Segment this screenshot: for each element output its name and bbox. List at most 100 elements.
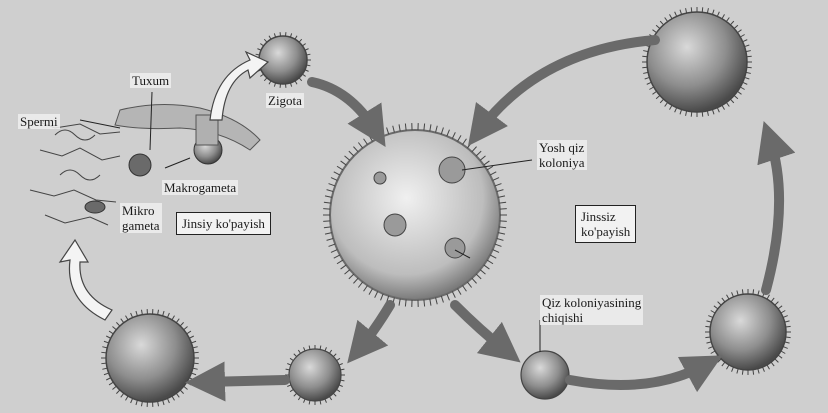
flagellum [665, 102, 668, 106]
egg-cell [129, 154, 151, 176]
flagellum [737, 369, 738, 374]
flagellum [490, 172, 496, 175]
flagellum [269, 81, 271, 84]
label-yosh-qiz-koloniya: Yosh qiz koloniya [537, 140, 587, 170]
flagellum [711, 311, 715, 314]
flagellum [452, 132, 455, 138]
flagellum [476, 274, 481, 279]
flagellum [329, 244, 336, 246]
flagellum [707, 8, 708, 13]
flagellum [126, 316, 129, 320]
flagellum [722, 105, 725, 109]
arrow-up-left [60, 240, 112, 320]
flagellum [781, 311, 785, 314]
label-zigota: Zigota [266, 93, 304, 108]
flagellum [785, 321, 790, 322]
flagellum [680, 10, 682, 15]
flagellum [771, 298, 774, 302]
flagellum [158, 401, 159, 406]
flagellum [480, 270, 485, 274]
flagellum [742, 370, 743, 375]
flagellum [184, 386, 188, 389]
flagellum [458, 289, 462, 295]
flagellum [334, 255, 340, 258]
flagellum [717, 12, 719, 17]
flagellum [727, 295, 730, 299]
flagellum [708, 316, 713, 318]
flagellum [737, 91, 741, 94]
flagellum [116, 322, 119, 326]
flagellum [309, 346, 310, 350]
flagellum [656, 95, 660, 98]
flagellum [295, 81, 297, 84]
flagellum [706, 321, 711, 322]
flagellum [104, 341, 109, 343]
flagellum [665, 18, 668, 22]
flagellum [730, 21, 733, 25]
flagellum [722, 14, 725, 18]
flagellum [467, 282, 471, 288]
flagellum [331, 178, 337, 181]
flagellum [290, 358, 293, 360]
flagellum [141, 310, 142, 315]
flagellum [490, 255, 496, 258]
flagellum [341, 369, 345, 370]
flagellum [705, 326, 710, 327]
flagellum [734, 25, 738, 28]
flagellum [430, 124, 431, 131]
label-spermi: Spermi [18, 114, 60, 129]
flagellum [337, 389, 340, 391]
flagellum [645, 77, 650, 79]
flagellum [339, 385, 343, 387]
flagellum [487, 260, 493, 264]
flagellum [702, 112, 703, 117]
flagellum [399, 299, 400, 306]
flagellum [642, 56, 647, 57]
flagellum [327, 238, 334, 240]
flagellum [193, 347, 198, 348]
flagellum [497, 190, 504, 192]
flagellum [743, 40, 748, 42]
flagellum [333, 393, 336, 396]
flagellum [339, 364, 343, 366]
flagellum [452, 291, 455, 297]
flagellum [405, 300, 406, 307]
box-jinsiy-kopayish: Jinsiy ko'payish [176, 212, 271, 235]
flagellum [642, 67, 647, 68]
flagellum [649, 87, 653, 90]
flagellum [112, 327, 116, 330]
flagellum [320, 401, 321, 405]
flagellum [786, 337, 791, 338]
flagellum [660, 21, 663, 25]
flagellum [295, 36, 297, 39]
flagellum [746, 72, 751, 73]
flagellum [653, 91, 657, 94]
flagellum [126, 396, 129, 400]
flagellum [746, 51, 751, 52]
flagellum [767, 365, 770, 369]
flagellum [264, 39, 267, 42]
flagellum [106, 336, 110, 338]
flagellum [163, 400, 164, 405]
flagellum [294, 354, 297, 357]
daughter-colony-2 [384, 214, 406, 236]
flagellum [730, 99, 733, 103]
flagellum [653, 30, 657, 33]
flagellum [337, 358, 340, 360]
flagellum [180, 390, 183, 394]
flagellum [331, 250, 337, 253]
flagellum [101, 352, 106, 353]
flagellum [325, 347, 327, 351]
flagellum [337, 166, 343, 170]
flagellum [727, 365, 730, 369]
flagellum [187, 331, 191, 334]
flagellum [691, 7, 692, 12]
flagellum [353, 278, 358, 283]
flagellum [194, 363, 199, 364]
flagellum [447, 130, 450, 136]
flagellum [498, 233, 505, 234]
flagellum [172, 316, 175, 320]
flagellum [771, 362, 774, 366]
flagellum [325, 233, 332, 234]
flagellum [778, 355, 782, 358]
